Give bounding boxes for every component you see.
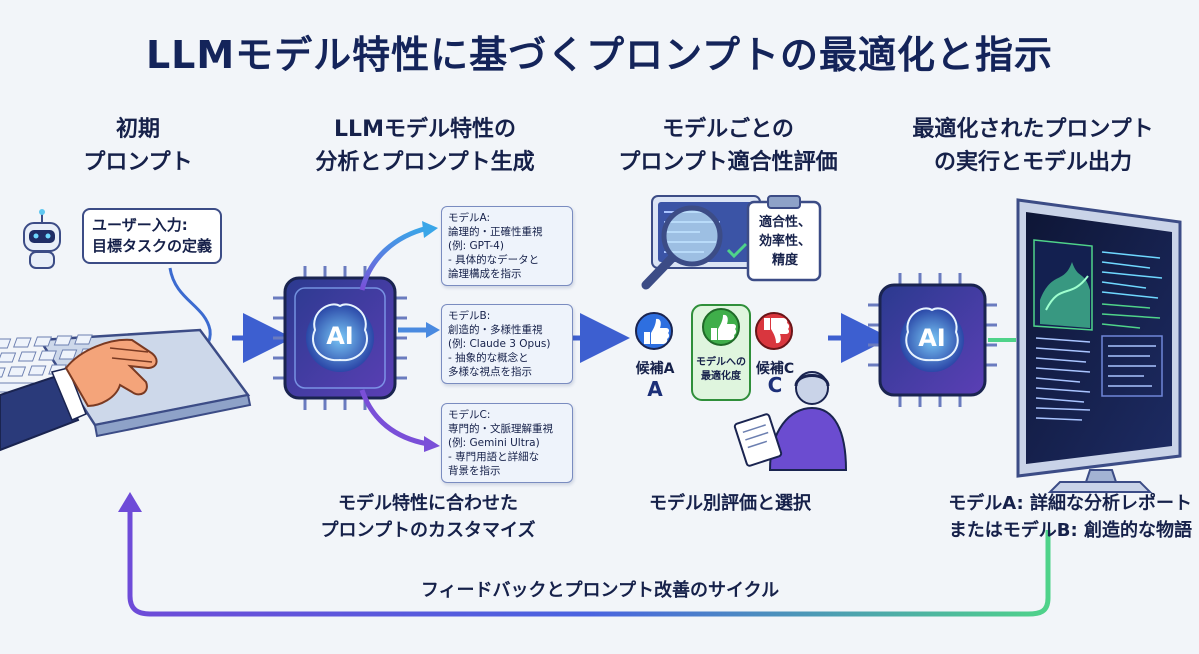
feedback-cycle-label: フィードバックとプロンプト改善のサイクル: [420, 580, 780, 601]
caption-stage2: モデル特性に合わせた プロンプトのカスタマイズ: [320, 493, 536, 541]
thumbs-up-icon-best: [711, 314, 737, 340]
ai-chip-label: AI: [326, 322, 354, 350]
page-title: LLMモデル特性に基づくプロンプトの最適化と指示: [145, 33, 1054, 77]
best-fit-card: [691, 304, 751, 401]
branch-arrow-a: [359, 225, 429, 291]
robot-icon: [23, 209, 61, 269]
ai-chip-icon-2: [868, 273, 997, 407]
ai-chip-icon: [273, 266, 407, 410]
magnifier-icon: [641, 205, 723, 290]
ai-chip-label-2: AI: [918, 324, 946, 352]
candidate-c-letter: C: [767, 373, 783, 397]
thumbs-down-icon-c: [755, 312, 793, 350]
user-input-bubble: ユーザー入力: 目標タスクの定義: [82, 208, 223, 264]
thumbs-up-icon-a: [635, 312, 673, 350]
model-card-c: モデルC: 専門的・文脈理解重視 (例: Gemini Ultra) - 専門用…: [441, 403, 573, 483]
model-card-a: モデルA: 論理的・正確性重視 (例: GPT-4) - 具体的なデータと 論理…: [441, 206, 573, 286]
stage-title-initial-prompt: 初期 プロンプト: [83, 117, 193, 175]
candidate-a-letter: A: [647, 377, 663, 401]
clipboard-text: 適合性、 効率性、 精度: [758, 215, 811, 268]
caption-stage3: モデル別評価と選択: [649, 493, 811, 514]
stage-title-analysis: LLMモデル特性の 分析とプロンプト生成: [315, 117, 535, 175]
feedback-cycle-arrowhead: [118, 492, 142, 512]
stage-title-execution: 最適化されたプロンプト の実行とモデル出力: [912, 117, 1154, 175]
clipboard-icon: [746, 195, 822, 282]
stage-title-evaluation: モデルごとの プロンプト適合性評価: [618, 117, 838, 175]
branch-arrow-c: [359, 389, 429, 447]
monitor-icon: [1016, 198, 1182, 493]
candidate-a-label: 候補A: [635, 361, 675, 377]
feedback-cycle-arrow: [127, 510, 1051, 617]
caption-stage4: モデルA: 詳細な分析レポート またはモデルB: 創造的な物語: [948, 493, 1192, 541]
model-card-b: モデルB: 創造的・多様性重視 (例: Claude 3 Opus) - 抽象的…: [441, 304, 573, 384]
candidate-c-label: 候補C: [755, 361, 795, 377]
hand-icon: [0, 338, 158, 452]
evaluator-person-icon: [733, 371, 848, 471]
best-fit-label: モデルへの 最適化度: [696, 357, 746, 382]
